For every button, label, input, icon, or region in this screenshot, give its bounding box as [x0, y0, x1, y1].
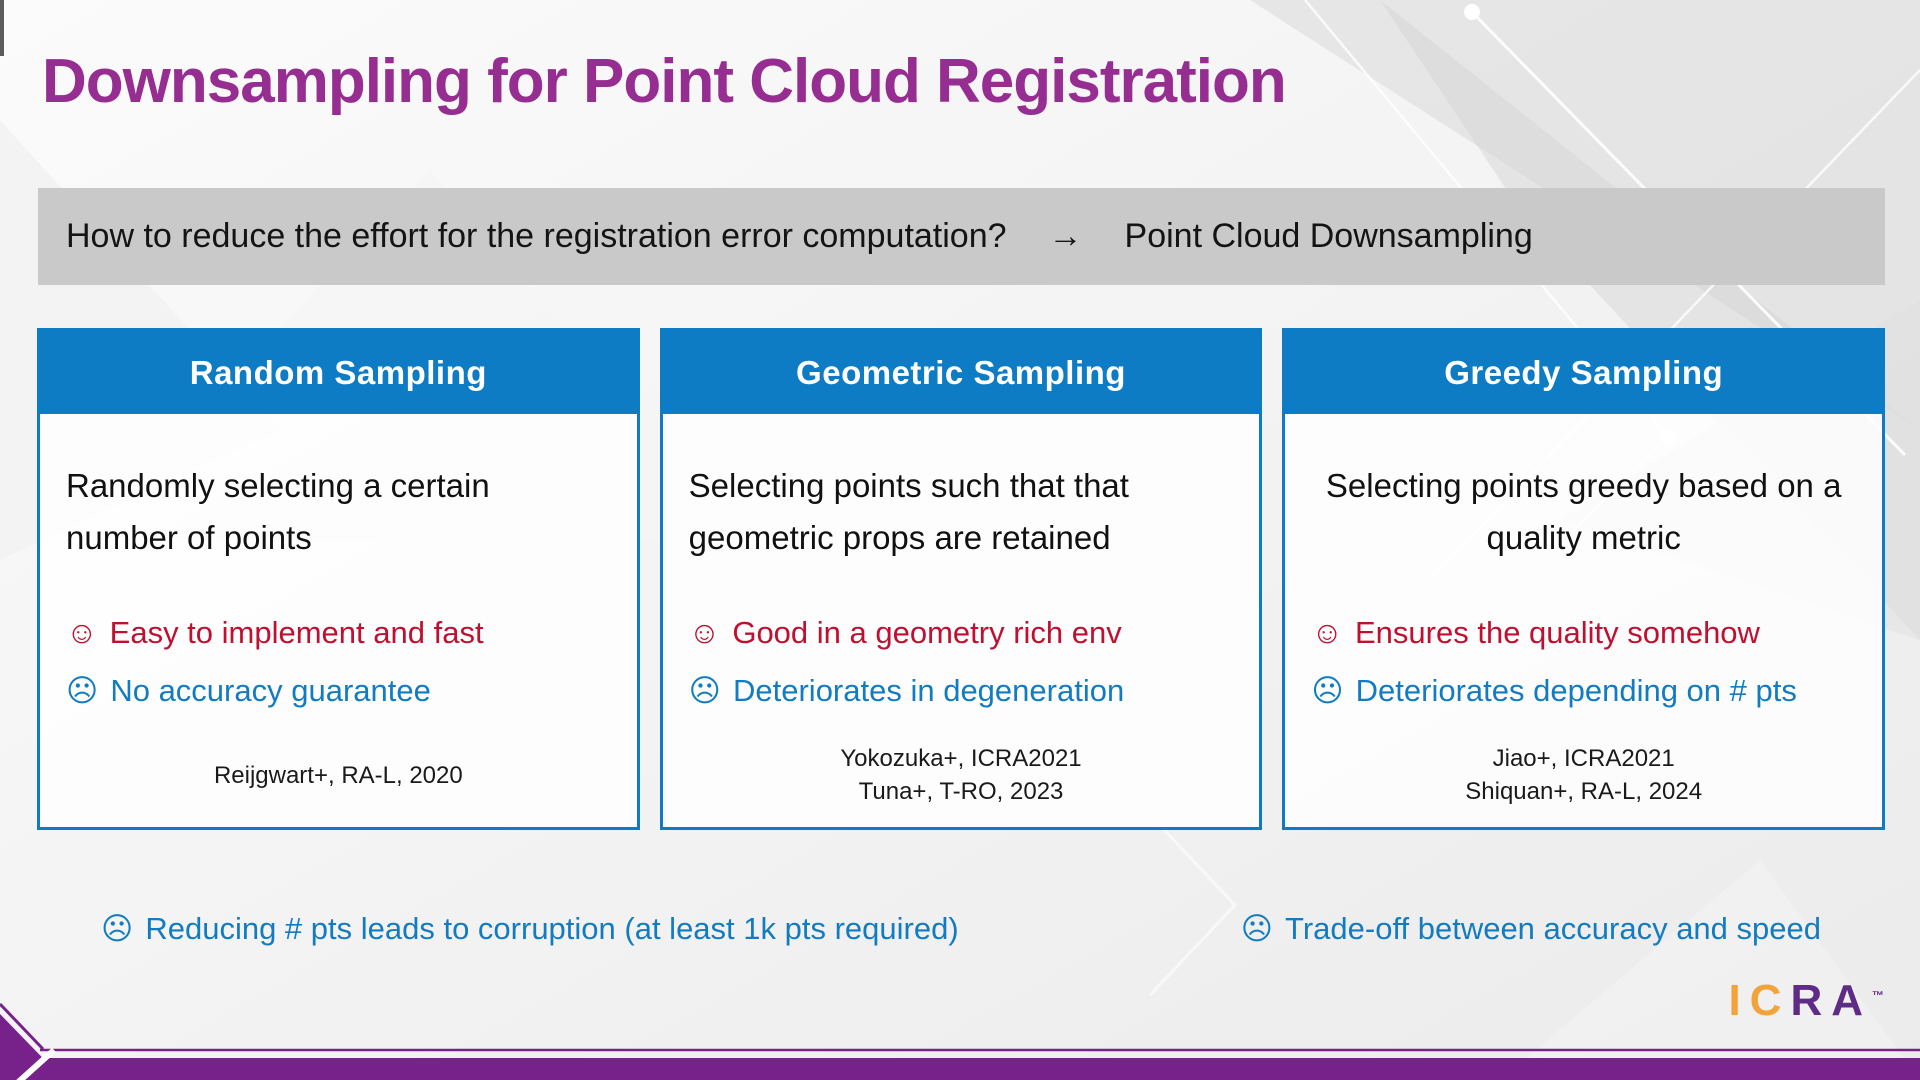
con-text: Deteriorates in degeneration [733, 673, 1125, 708]
frowny-icon: ☹ [688, 673, 721, 708]
smiley-icon: ☺ [66, 615, 98, 650]
citation: Yokozuka+, ICRA2021 [840, 745, 1082, 772]
citations: Reijgwart+, RA-L, 2020 [66, 739, 611, 811]
footnote-right: ☹ Trade-off between accuracy and speed [1241, 908, 1821, 950]
icra-logo: ICRA™ [1728, 976, 1884, 1026]
slide-title: Downsampling for Point Cloud Registratio… [42, 47, 1287, 116]
card-description: Selecting points greedy based on a quali… [1325, 467, 1842, 556]
footnote-left: ☹ Reducing # pts leads to corruption (at … [101, 908, 959, 950]
frowny-icon: ☹ [66, 673, 99, 708]
card-description: Selecting points such that that geometri… [688, 467, 1129, 556]
card-header: Geometric Sampling [662, 331, 1260, 414]
smiley-icon: ☺ [688, 615, 721, 650]
frowny-icon: ☹ [1240, 911, 1274, 946]
citations: Yokozuka+, ICRA2021 Tuna+, T-RO, 2023 [689, 739, 1234, 811]
citation: Reijgwart+, RA-L, 2020 [213, 761, 463, 789]
icra-logo-ra: RA [1790, 976, 1872, 1025]
citations: Jiao+, ICRA2021 Shiquan+, RA-L, 2024 [1311, 739, 1856, 811]
pro-line: ☺ Good in a geometry rich env [689, 612, 1234, 654]
footnote-text: Reducing # pts leads to corruption (at l… [145, 911, 959, 946]
smiley-icon: ☺ [1311, 615, 1343, 650]
pro-line: ☺ Ensures the quality somehow [1311, 612, 1856, 654]
banner-question: How to reduce the effort for the registr… [66, 217, 1007, 255]
citation: Shiquan+, RA-L, 2024 [1465, 778, 1703, 805]
arrow-right-icon: → [1048, 217, 1083, 255]
banner-answer: Point Cloud Downsampling [1124, 217, 1533, 255]
question-banner: How to reduce the effort for the registr… [38, 188, 1885, 285]
icra-logo-ic: IC [1728, 976, 1791, 1025]
pro-text: Easy to implement and fast [109, 615, 484, 650]
card-header: Random Sampling [40, 331, 637, 414]
card-body: Selecting points greedy based on a quali… [1285, 414, 1882, 827]
icra-logo-tm: ™ [1872, 988, 1884, 1003]
frowny-icon: ☹ [1311, 673, 1344, 708]
card-greedy-sampling: Greedy Sampling Selecting points greedy … [1282, 328, 1886, 830]
con-line: ☹ Deteriorates in degeneration [689, 670, 1234, 712]
citation: Jiao+, ICRA2021 [1492, 745, 1675, 772]
con-text: No accuracy guarantee [110, 673, 431, 708]
card-geometric-sampling: Geometric Sampling Selecting points such… [659, 328, 1263, 830]
con-line: ☹ Deteriorates depending on # pts [1311, 670, 1856, 712]
sampling-cards: Random Sampling Randomly selecting a cer… [37, 328, 1886, 830]
card-header: Greedy Sampling [1285, 331, 1883, 414]
card-description: Randomly selecting a certain number of p… [66, 467, 490, 556]
pro-text: Ensures the quality somehow [1355, 615, 1760, 650]
con-line: ☹ No accuracy guarantee [66, 670, 611, 712]
conclusion-notes: ☹ Reducing # pts leads to corruption (at … [37, 908, 1885, 950]
con-text: Deteriorates depending on # pts [1355, 673, 1797, 708]
pro-text: Good in a geometry rich env [732, 615, 1122, 650]
pro-line: ☺ Easy to implement and fast [66, 612, 611, 654]
card-body: Selecting points such that that geometri… [663, 414, 1260, 827]
card-body: Randomly selecting a certain number of p… [40, 414, 637, 827]
frowny-icon: ☹ [101, 911, 134, 946]
citation: Tuna+, T-RO, 2023 [858, 778, 1064, 805]
footnote-text: Trade-off between accuracy and speed [1285, 911, 1821, 946]
card-random-sampling: Random Sampling Randomly selecting a cer… [37, 328, 640, 830]
